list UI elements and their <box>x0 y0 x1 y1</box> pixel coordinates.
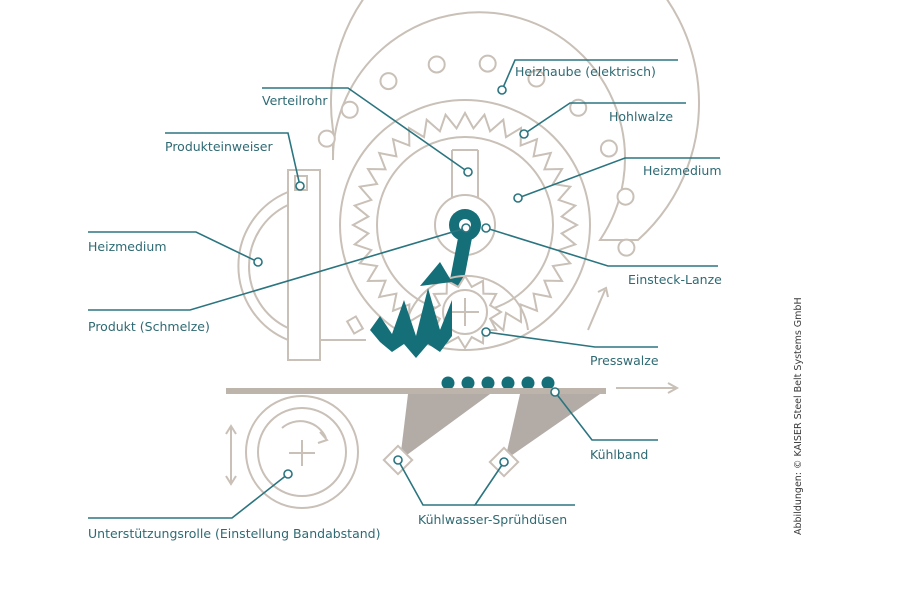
leader-einsteck-lanze <box>485 227 718 267</box>
label-hohlwalze: Hohlwalze <box>609 109 674 124</box>
leader-presswalze <box>485 331 658 348</box>
label-einsteck-lanze: Einsteck-Lanze <box>628 272 722 287</box>
heizhaube-hole <box>340 100 359 119</box>
leader-hohlwalze-dot <box>519 129 529 139</box>
label-heizhaube: Heizhaube (elektrisch) <box>515 64 656 79</box>
product-drop <box>501 376 515 390</box>
leader-verteilrohr-dot <box>463 167 473 177</box>
produkteinweiser-block <box>287 169 321 361</box>
double-arrow-heads <box>225 424 237 486</box>
hohlwalze-outer-ring <box>339 99 591 351</box>
heizhaube-outline <box>330 0 701 241</box>
label-unterstuetzungsrolle: Unterstützungsrolle (Einstellung Bandabs… <box>88 526 381 541</box>
leader-kuehlwasser-1 <box>397 459 475 506</box>
presswalze-arc <box>404 274 529 331</box>
leader-einsteck-lanze-dot <box>481 223 491 233</box>
leader-produkt-dot <box>461 223 471 233</box>
support-roller-rotation-head <box>317 431 329 444</box>
leader-kuehlband <box>554 391 658 441</box>
leader-hohlwalze <box>523 102 686 135</box>
label-heizmedium-right: Heizmedium <box>643 163 722 178</box>
crosshair-icon <box>451 298 479 326</box>
leader-heizmedium-right <box>517 157 720 199</box>
support-roller-inner <box>257 407 347 497</box>
leader-heizmedium-right-dot <box>513 193 523 203</box>
heizhaube-hole <box>617 238 636 257</box>
leader-kuehlwasser-2-dot <box>499 457 509 467</box>
leader-lines <box>88 59 720 519</box>
hohlwalze-teeth <box>350 110 580 340</box>
label-heizmedium-left: Heizmedium <box>88 239 167 254</box>
produkteinweiser-nozzle <box>345 315 365 335</box>
leader-produkteinweiser <box>165 132 301 187</box>
product-drop <box>521 376 535 390</box>
label-verteilrohr: Verteilrohr <box>262 93 328 108</box>
label-kuehlband: Kühlband <box>590 447 649 462</box>
support-roller-crosshair <box>289 440 315 466</box>
leader-kuehlwasser-2 <box>473 461 575 506</box>
rotation-arrow-head <box>597 286 609 298</box>
heizhaube-hole <box>317 129 336 148</box>
leader-unterstuetzungsrolle-dot <box>283 469 293 479</box>
leader-kuehlband-dot <box>550 387 560 397</box>
rotation-arrow-icon <box>281 420 327 439</box>
leader-verteilrohr <box>262 87 469 173</box>
product-melt-top <box>420 262 452 286</box>
product-melt <box>370 288 452 358</box>
product-drop <box>481 376 495 390</box>
heizhaube-hole <box>527 69 546 88</box>
kuehlband-belt <box>226 388 606 394</box>
spray-cone-1 <box>400 394 490 460</box>
direction-arrow-head <box>667 382 680 394</box>
image-credit: Abbildungen: © KAISER Steel Belt Systems… <box>793 297 804 535</box>
heizhaube-hole <box>379 72 398 91</box>
spray-cone-2 <box>505 394 600 460</box>
rotation-arrow-icon <box>587 289 606 331</box>
leader-heizhaube <box>501 59 678 91</box>
product-drop <box>541 376 555 390</box>
leader-presswalze-dot <box>481 327 491 337</box>
leader-heizmedium-left-dot <box>253 257 263 267</box>
label-presswalze: Presswalze <box>590 353 659 368</box>
label-produkt: Produkt (Schmelze) <box>88 319 210 334</box>
leader-heizhaube-dot <box>497 85 507 95</box>
leader-unterstuetzungsrolle <box>88 473 289 519</box>
leader-heizmedium-left <box>88 231 259 263</box>
heizhaube-hole <box>569 98 588 117</box>
label-produkteinweiser: Produkteinweiser <box>165 139 273 154</box>
heizmedium-left-outer <box>237 191 289 341</box>
heizhaube-hole <box>616 187 635 206</box>
heizmedium-left-inner <box>248 204 289 329</box>
heizhaube-hole <box>599 139 618 158</box>
heizhaube-hole <box>427 55 446 74</box>
leader-kuehlwasser-1-dot <box>393 455 403 465</box>
heizhaube-hole <box>478 54 497 73</box>
leader-produkteinweiser-dot <box>295 181 305 191</box>
support-roller-outer <box>245 395 359 509</box>
label-kuehlwasser: Kühlwasser-Sprühdüsen <box>418 512 568 527</box>
product-drop <box>441 376 455 390</box>
leader-produkt <box>88 227 467 311</box>
product-drop <box>461 376 475 390</box>
